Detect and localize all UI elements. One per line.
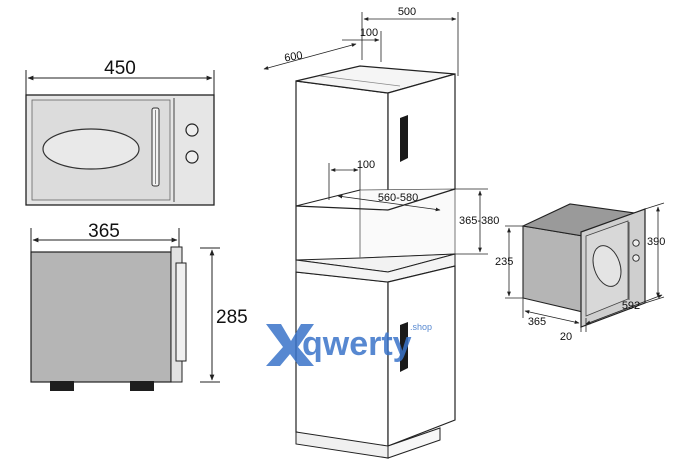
side-height-label: 285 bbox=[216, 307, 248, 328]
control-knob-top-icon bbox=[185, 123, 199, 137]
cabinet-lower-door bbox=[387, 265, 456, 447]
niche-offset-label: 100 bbox=[357, 159, 375, 171]
microwave-side-body bbox=[30, 251, 172, 383]
control-knob-bottom-icon bbox=[185, 150, 199, 164]
upper-door-handle-icon bbox=[400, 115, 408, 162]
door-window-icon bbox=[42, 128, 140, 170]
installed-body-height-label: 235 bbox=[495, 256, 513, 268]
cabinet-side-depth-dimension-line bbox=[263, 43, 357, 70]
installed-depth-label: 365 bbox=[528, 316, 546, 328]
installed-body-side bbox=[522, 225, 584, 313]
watermark-logo-icon bbox=[266, 324, 314, 366]
cabinet-top-width-label: 500 bbox=[398, 6, 416, 18]
niche-depth-dimension-line bbox=[337, 194, 441, 212]
cabinet-side-depth-label: 600 bbox=[283, 50, 303, 65]
front-view: 450 bbox=[25, 58, 215, 206]
brand-watermark: qwerty .shop bbox=[266, 322, 432, 366]
niche-depth-label: 560-580 bbox=[378, 192, 418, 204]
watermark-brand-text: qwerty bbox=[302, 325, 412, 363]
installed-knob-top-icon bbox=[632, 239, 640, 247]
installed-width-dimension-line bbox=[585, 294, 663, 325]
cabinet-iso-view: 500 100 600 100 560-580 bbox=[263, 6, 499, 459]
side-view: 365 285 bbox=[30, 221, 248, 391]
installed-height-label: 390 bbox=[647, 236, 665, 248]
installed-window-icon bbox=[592, 245, 622, 287]
installed-frame-label: 20 bbox=[560, 331, 572, 343]
lower-door-handle-icon bbox=[400, 322, 408, 372]
niche-height-label: 365-380 bbox=[459, 215, 499, 227]
installed-width-label: 592 bbox=[622, 300, 640, 312]
installed-knob-bottom-icon bbox=[632, 254, 640, 262]
foot-right-icon bbox=[130, 381, 154, 391]
side-depth-label: 365 bbox=[88, 221, 120, 242]
watermark-suffix-text: .shop bbox=[410, 322, 432, 332]
foot-left-icon bbox=[50, 381, 74, 391]
front-width-label: 450 bbox=[104, 58, 136, 79]
installed-view: 235 390 365 20 592 bbox=[495, 202, 665, 343]
cabinet-top-offset-label: 100 bbox=[360, 27, 378, 39]
installed-depth-dimension-line bbox=[524, 310, 580, 324]
